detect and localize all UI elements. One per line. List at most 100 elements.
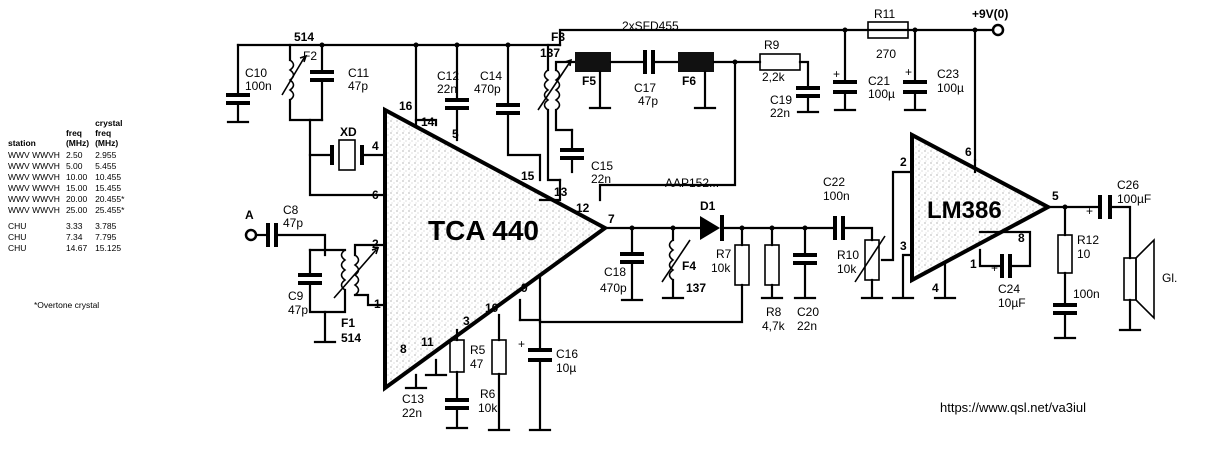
agc-wire <box>598 60 737 202</box>
r5-value: 47 <box>470 357 484 371</box>
r6-value: 10k <box>478 401 498 415</box>
c15-value: 22n <box>591 172 611 186</box>
tca440-label: TCA 440 <box>428 215 539 246</box>
c22-value: 100n <box>823 189 850 203</box>
c21-capacitor: + C21 100µ <box>833 28 895 112</box>
antenna-label: A <box>245 208 254 222</box>
c13-label: C13 <box>402 392 424 406</box>
cell-station: CHU <box>8 221 27 231</box>
pin-11: 11 <box>421 335 434 349</box>
c-out-value: 100n <box>1073 287 1100 301</box>
c20-label: C20 <box>797 305 819 319</box>
c19-value: 22n <box>770 106 790 120</box>
r11-value: 270 <box>876 47 896 61</box>
pin-5: 5 <box>452 127 459 141</box>
lm386-label: LM386 <box>927 197 1002 224</box>
f2-transformer: F2 C11 47p <box>281 43 369 122</box>
cell-station: CHU <box>8 232 27 242</box>
c16-plus: + <box>518 337 525 351</box>
f4-label: F4 <box>682 259 696 273</box>
lm386-pin-2: 2 <box>900 155 907 169</box>
cell-crystal: 3.785 <box>95 221 117 231</box>
c23-label: C23 <box>937 67 959 81</box>
cell-station: WWV WWVH <box>8 161 60 171</box>
c9-label: C9 <box>288 289 304 303</box>
tca440-bottom-wiring: R5 47 C13 22n R6 10k + C16 10µ <box>402 273 744 432</box>
c17-value: 47p <box>638 94 658 108</box>
f1-value: 514 <box>341 331 361 345</box>
c10-label: C10 <box>245 66 267 80</box>
cell-station: WWV WWVH <box>8 194 60 204</box>
f1-label: F1 <box>341 316 355 330</box>
c8-value: 47p <box>283 216 303 230</box>
pin-16-14-5-wiring: C12 22n C14 470p <box>414 43 542 182</box>
r7-label: R7 <box>716 247 732 261</box>
pin-1: 1 <box>374 297 381 311</box>
c21-label: C21 <box>868 74 890 88</box>
pin-2: 2 <box>372 237 379 251</box>
cell-crystal: 7.795 <box>95 232 117 242</box>
pin-12: 12 <box>576 201 590 215</box>
c26-plus: + <box>1086 204 1093 218</box>
net-514-label: 514 <box>294 30 314 44</box>
c8-label: C8 <box>283 203 299 217</box>
c24-plus: + <box>991 261 998 275</box>
cell-freq: 20.00 <box>65 194 88 204</box>
f3-label: F3 <box>551 30 565 44</box>
c24-label: C24 <box>998 282 1020 296</box>
cell-station: WWV WWVH <box>8 205 60 215</box>
overtone-footnote: *Overtone crystal <box>34 300 100 310</box>
lm386-pin-8: 8 <box>1018 231 1025 245</box>
r5-label: R5 <box>470 343 486 357</box>
c23-plus: + <box>905 65 912 79</box>
lm386-ic: LM386 <box>910 131 1053 284</box>
lm386-wiring: + C24 10µF R12 10 100n + C26 100µF <box>933 158 1151 340</box>
r8-value: 4,7k <box>762 319 786 333</box>
r9-label: R9 <box>764 38 780 52</box>
f6-label: F6 <box>682 74 696 88</box>
speaker-label: Gl. <box>1162 271 1177 285</box>
f2-label: F2 <box>303 49 317 63</box>
detector-stage: C18 470p F4 137 D1 R7 10k R8 4,7k C20 22… <box>600 199 837 333</box>
pin-10: 10 <box>485 301 499 315</box>
c10-capacitor: C10 100n <box>226 43 272 124</box>
c15-capacitor: C15 22n <box>538 128 613 202</box>
r10-label: R10 <box>837 248 859 262</box>
c18-value: 470p <box>600 281 627 295</box>
cell-freq: 3.33 <box>65 221 83 231</box>
aap-label: AAP152... <box>665 176 719 190</box>
lm386-pin-1: 1 <box>970 257 977 271</box>
lm386-pin-6: 6 <box>965 145 972 159</box>
cell-crystal: 25.455* <box>95 205 125 215</box>
c21-plus: + <box>833 67 840 81</box>
speaker: Gl. <box>1123 238 1177 320</box>
c11-label: C11 <box>348 66 369 80</box>
f5-label: F5 <box>582 74 596 88</box>
xd-crystal: XD <box>308 118 387 197</box>
c12-label: C12 <box>437 69 459 83</box>
pin-16: 16 <box>399 99 413 113</box>
c19-label: C19 <box>770 93 792 107</box>
lm386-pin-4: 4 <box>932 281 939 295</box>
lm386-pin-labels: 2 3 4 5 6 8 1 <box>900 145 1059 295</box>
f1-transformer: F1 514 C9 47p <box>288 243 387 345</box>
r12-label: R12 <box>1077 233 1099 247</box>
c22-r10-stage: C22 100n R10 10k <box>823 170 915 300</box>
c23-capacitor: + C23 100µ <box>903 28 964 112</box>
cell-freq: 2.50 <box>65 150 83 160</box>
supply-label: +9V(0) <box>972 7 1008 21</box>
pin-14: 14 <box>421 115 435 129</box>
supply-terminal: +9V(0) <box>972 7 1008 162</box>
cell-freq: 14.67 <box>65 243 88 253</box>
cell-freq: 15.00 <box>65 183 88 193</box>
pin-4: 4 <box>372 139 379 153</box>
tca440-pin-labels: 16 14 5 4 6 2 1 15 13 12 7 9 10 3 11 8 <box>372 99 615 356</box>
cell-crystal: 2.955 <box>95 150 117 160</box>
c26-value: 100µF <box>1117 192 1151 206</box>
r7-value: 10k <box>711 261 731 275</box>
cell-crystal: 20.455* <box>95 194 125 204</box>
